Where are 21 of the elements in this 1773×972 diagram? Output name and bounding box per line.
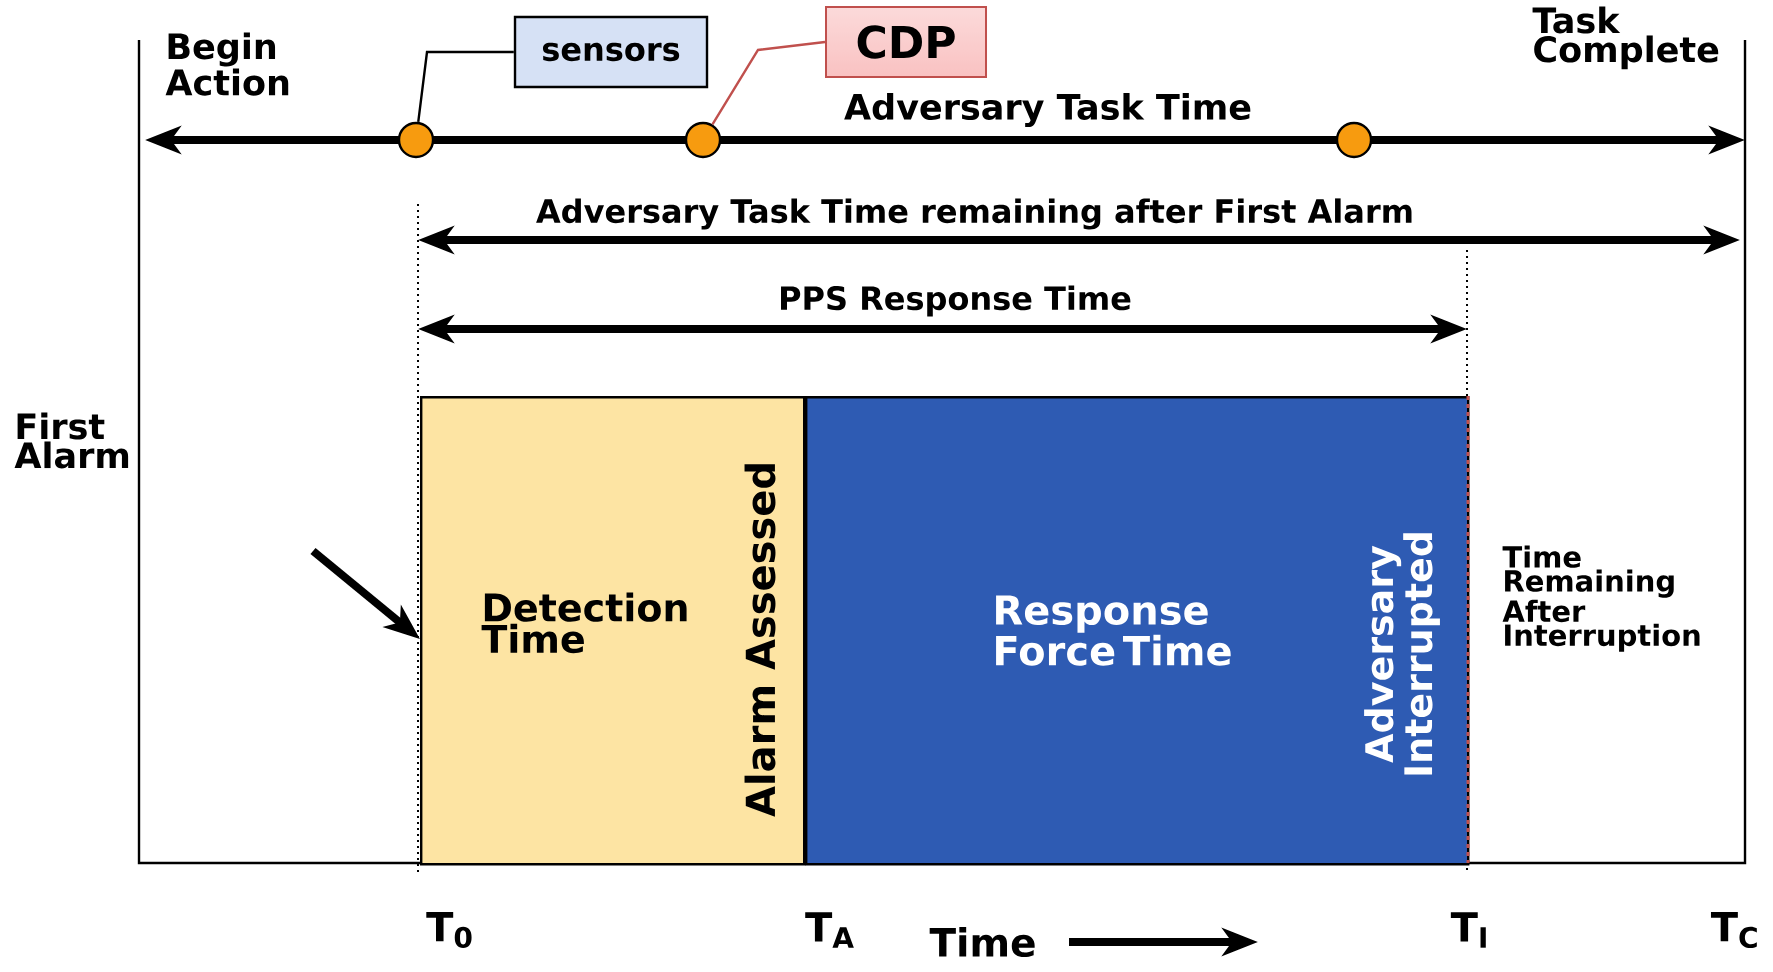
time-marker-label: T$_{I}$ <box>1450 912 1486 948</box>
time-marker-label: T$_{C}$ <box>1710 912 1757 949</box>
side-label: First Alarm <box>14 412 129 469</box>
timeline-dot <box>684 121 722 159</box>
detection-time-box: Detection Time Alarm Assessed <box>420 396 806 866</box>
axis-label: Time <box>929 926 1035 958</box>
timeline-dot <box>1335 121 1373 159</box>
response-force-box: Response Force Time Adversary Interrupted <box>805 396 1470 866</box>
span-label: PPS Response Time <box>781 285 1131 317</box>
timeline-label: Adversary Task Time <box>844 92 1251 128</box>
time-marker-label: T$_{0}$ <box>426 912 472 949</box>
timeline-end-label: Task Complete <box>1532 6 1719 70</box>
leader-line <box>711 40 826 126</box>
callout-box: CDP <box>825 6 987 78</box>
timeline-dot <box>397 121 435 159</box>
time-marker-label: T$_{A}$ <box>805 912 854 948</box>
callout-box: sensors <box>513 15 709 89</box>
timeline-end-label: Begin Action <box>165 32 289 96</box>
leader-line <box>417 50 514 123</box>
side-note: Time Remaining After Interruption <box>1502 545 1700 652</box>
span-label: Adversary Task Time remaining after First Alarm <box>536 198 1412 230</box>
